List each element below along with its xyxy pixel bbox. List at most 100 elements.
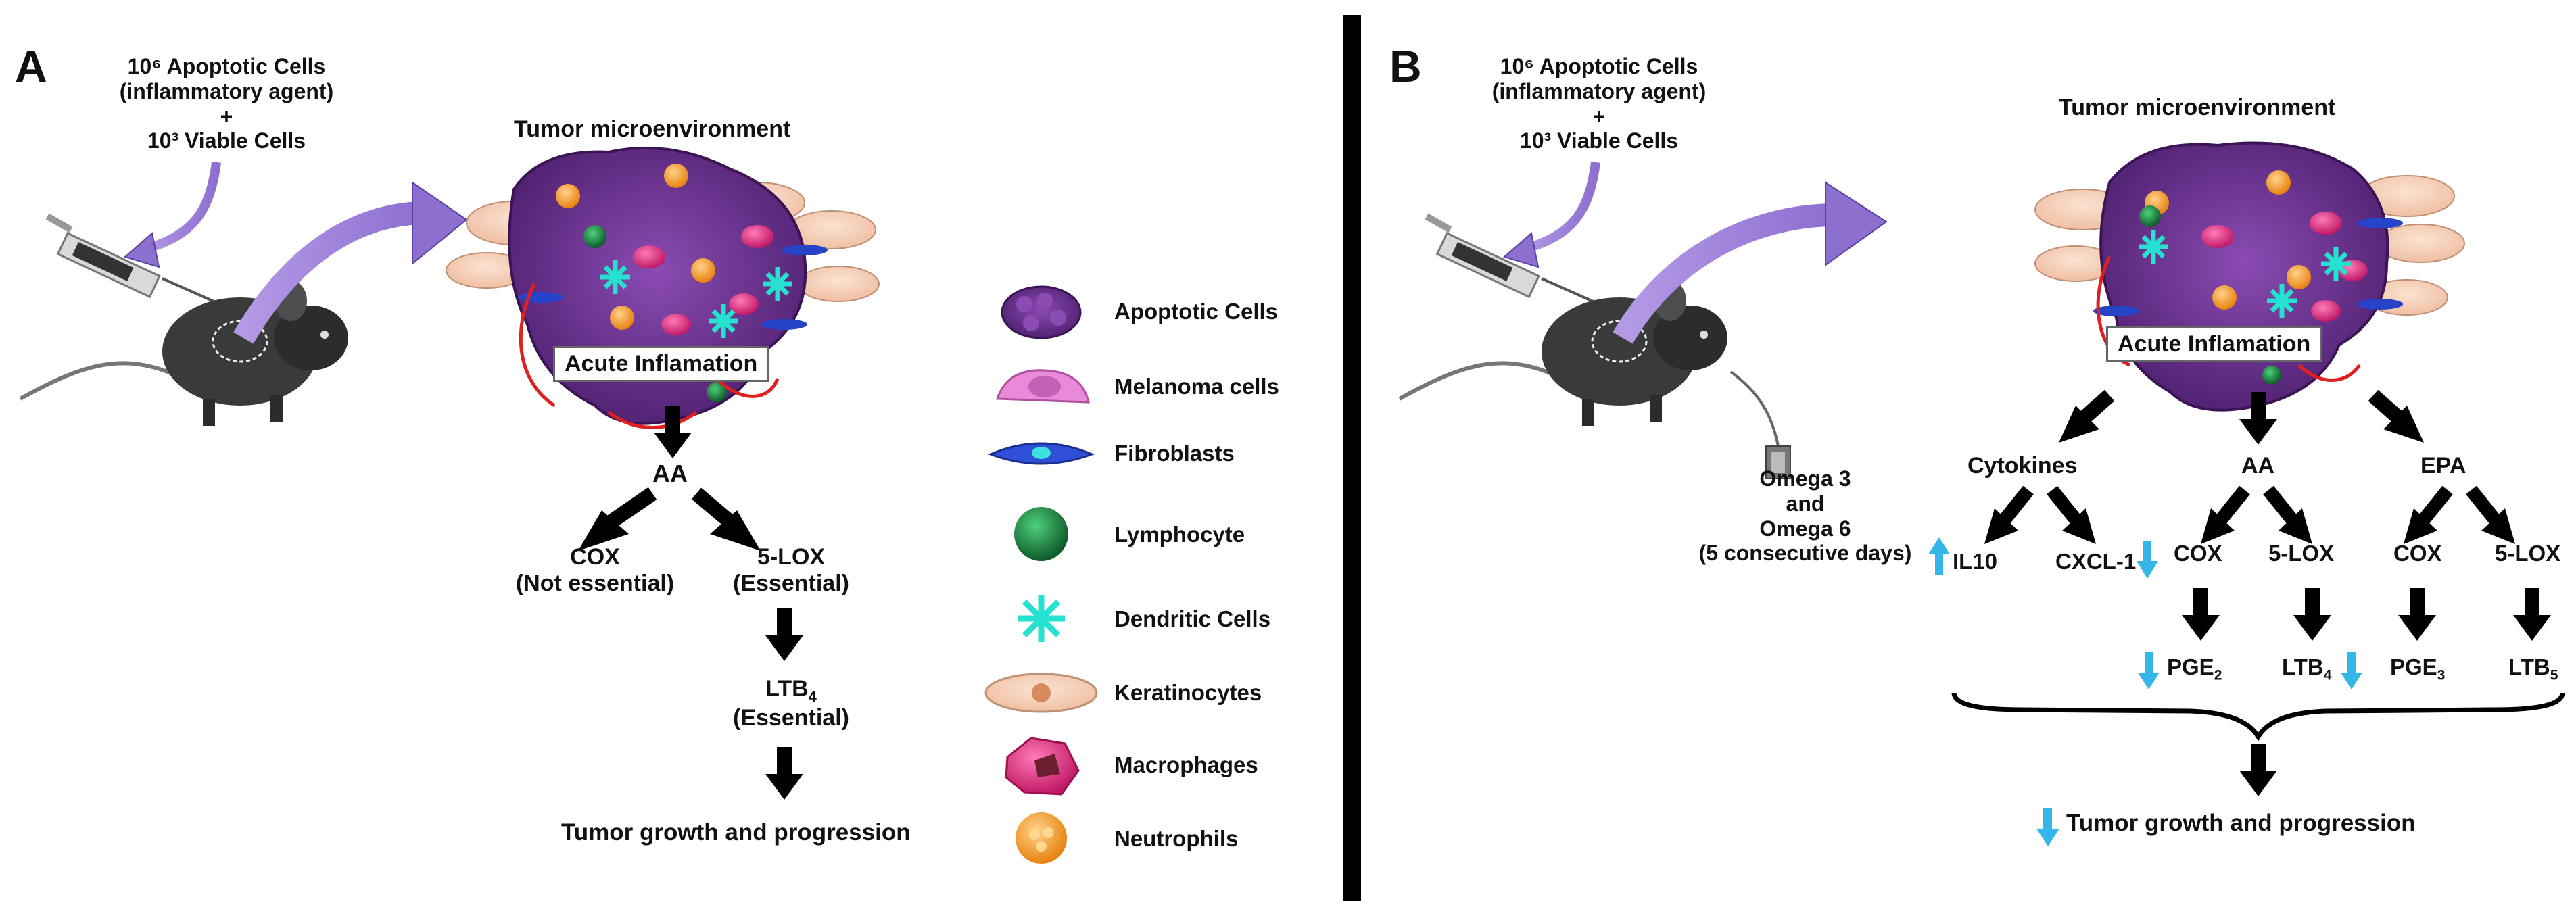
- syringe-icon: [45, 213, 224, 307]
- arrow-lox-to-ltb4: [765, 608, 803, 661]
- pge2-label: PGE2: [2167, 654, 2222, 684]
- macrophage-icon: [1005, 737, 1080, 796]
- acute-inflammation-label: Acute Inflamation: [553, 346, 769, 382]
- epa-label: EPA: [2420, 453, 2466, 479]
- injection-line3-b: 10³ Viable Cells: [1519, 128, 1679, 153]
- injection-line3: 10³ Viable Cells: [147, 128, 306, 153]
- oral-gavage-icon: [1730, 370, 1791, 479]
- arrow-aa-to-lox: [2263, 485, 2312, 544]
- tumor-microenvironment-label-b: Tumor microenvironment: [2059, 95, 2336, 120]
- il10-up-arrow-icon: [1928, 537, 1950, 575]
- pge2-down-arrow-icon: [2138, 652, 2160, 689]
- ltb4-note: (Essential): [733, 705, 849, 731]
- arrow-cytokines-to-cxcl1: [2047, 485, 2096, 544]
- omega-treatment-label: Omega 3 and Omega 6 (5 consecutive days): [1677, 466, 1934, 566]
- ltb5-subscript: 5: [2550, 667, 2558, 683]
- cytokines-label: Cytokines: [1967, 453, 2078, 479]
- neutrophil-icon: [1016, 812, 1067, 864]
- arrow-lox-to-ltb4: [2293, 588, 2331, 641]
- arrow-inflammation-to-epa: [2368, 389, 2424, 443]
- pge3-text: PGE: [2390, 654, 2437, 679]
- arrow-epa-to-lox: [2466, 485, 2515, 544]
- outcome-label-b: Tumor growth and progression: [2066, 810, 2416, 836]
- omega-line2: and: [1786, 491, 1825, 516]
- tumor-microenvironment-b: [2034, 141, 2465, 412]
- injection-text-b: 10⁶ Apoptotic Cells (inflammatory agent)…: [1481, 54, 1717, 153]
- arrow-aa-to-cox: [2201, 485, 2250, 544]
- lox-note: (Essential): [733, 570, 849, 597]
- cxcl1-label: CXCL-1: [2055, 549, 2137, 574]
- injection-arrow-b: [1520, 162, 1600, 255]
- injection-plus-b: +: [1592, 103, 1606, 128]
- acute-inflammation-label-b: Acute Inflamation: [2106, 326, 2322, 362]
- syringe-icon-b: [1425, 213, 1603, 307]
- il10-label: IL10: [1953, 549, 1998, 574]
- legend-label-macrophages: Macrophages: [1114, 752, 1258, 777]
- legend-label-lymphocyte: Lymphocyte: [1114, 522, 1245, 547]
- panel-b-label: B: [1389, 41, 1422, 91]
- legend-label-melanoma: Melanoma cells: [1114, 374, 1279, 399]
- ltb4-label: LTB: [765, 676, 809, 702]
- arrow-aa-to-cox: [578, 487, 657, 551]
- arrow-brace-to-outcome: [2239, 744, 2277, 796]
- cox-label: COX: [570, 544, 620, 570]
- cox-node-a: COX (Not essential): [494, 544, 696, 597]
- cox-label-b1: COX: [2174, 541, 2222, 566]
- pge3-subscript: 3: [2437, 667, 2446, 683]
- ltb4-label-b: LTB4: [2282, 654, 2331, 684]
- lox-label: 5-LOX: [757, 544, 826, 570]
- legend-label-fibroblasts: Fibroblasts: [1114, 441, 1235, 466]
- pge3-label: PGE3: [2390, 654, 2445, 684]
- ltb4-down-arrow-icon: [2341, 652, 2362, 689]
- pge2-text: PGE: [2167, 654, 2214, 679]
- cxcl1-down-arrow-icon: [2137, 541, 2158, 579]
- injection-plus: +: [220, 103, 233, 128]
- omega-line3: Omega 6: [1759, 516, 1851, 541]
- arrow-epa-to-cox: [2404, 485, 2453, 544]
- lox-label-b2: 5-LOX: [2495, 541, 2561, 566]
- mouse-icon: [19, 281, 348, 426]
- outcome-label-a: Tumor growth and progression: [561, 819, 911, 846]
- legend-label-keratinocytes: Keratinocytes: [1114, 680, 1262, 705]
- cox-note: (Not essential): [515, 570, 675, 597]
- arrow-cox-to-pge2: [2182, 588, 2220, 641]
- mouse-icon-b: [1398, 281, 1727, 426]
- arrow-aa-to-lox: [691, 487, 761, 551]
- panel-a-label: A: [15, 41, 47, 91]
- legend-label-neutrophils: Neutrophils: [1114, 826, 1239, 851]
- arrow-ltb4-to-outcome: [765, 747, 803, 800]
- outcome-down-arrow-icon: [2036, 808, 2059, 846]
- apoptotic-cells-icon: [1001, 285, 1082, 339]
- legend-label-dendritic: Dendritic Cells: [1114, 606, 1271, 631]
- arrow-lox-to-ltb5: [2513, 588, 2551, 641]
- panel-divider: [1343, 15, 1361, 901]
- arrow-cytokines-to-il10: [1984, 485, 2034, 544]
- pge2-subscript: 2: [2214, 667, 2222, 683]
- injection-line1-b: 10⁶ Apoptotic Cells: [1500, 54, 1698, 78]
- lox-label-b1: 5-LOX: [2268, 541, 2335, 566]
- ltb4-text-b: LTB: [2282, 654, 2324, 679]
- ltb5-label: LTB5: [2508, 654, 2558, 684]
- cox-label-b2: COX: [2393, 541, 2442, 566]
- legend-label-apoptotic: Apoptotic Cells: [1114, 299, 1279, 324]
- injection-text-a: 10⁶ Apoptotic Cells (inflammatory agent)…: [108, 54, 345, 153]
- injection-line1: 10⁶ Apoptotic Cells: [127, 54, 326, 78]
- fibroblast-icon: [987, 442, 1095, 465]
- lymphocyte-icon: [1014, 507, 1068, 561]
- arrow-inflammation-to-cytokines: [2059, 389, 2115, 443]
- aa-label: AA: [652, 460, 688, 487]
- keratinocyte-icon: [984, 673, 1098, 713]
- arrow-cox-to-pge3: [2398, 588, 2436, 641]
- injection-line2: (inflammatory agent): [119, 78, 334, 103]
- tumor-microenvironment-label: Tumor microenvironment: [514, 116, 791, 142]
- implant-arrow: [233, 201, 421, 344]
- ltb4-node-a: LTB4 (Essential): [710, 676, 872, 731]
- tumor-microenvironment-a: [446, 146, 880, 429]
- omega-line4: (5 consecutive days): [1698, 541, 1912, 566]
- melanoma-cell-icon: [995, 369, 1090, 404]
- dendritic-cell-icon: [1018, 595, 1065, 642]
- legend-icons: [984, 285, 1098, 864]
- ltb5-text: LTB: [2508, 654, 2550, 679]
